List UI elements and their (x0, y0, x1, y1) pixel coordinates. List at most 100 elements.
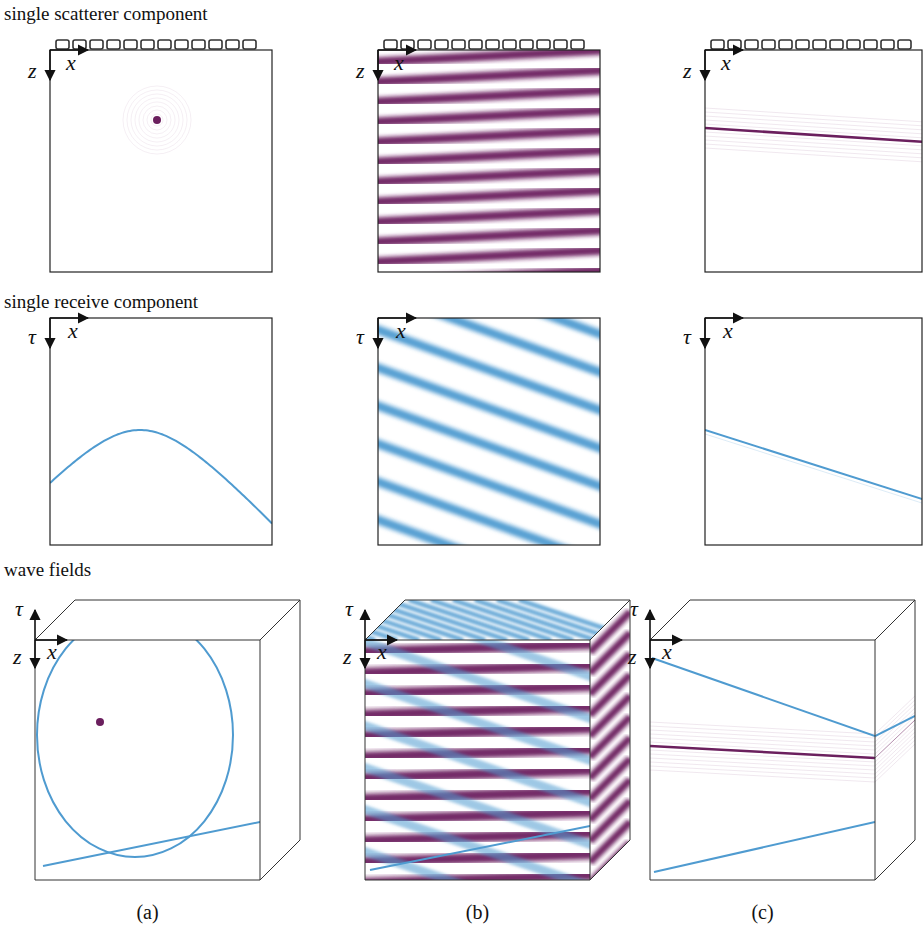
wave-line (360, 640, 595, 720)
panel-content (650, 658, 875, 872)
wave-line (875, 740, 915, 778)
wave-line (378, 150, 600, 162)
cube-edge (650, 600, 690, 640)
axis-arrow (364, 640, 366, 668)
transducer-element (56, 40, 69, 49)
panel-frame (378, 50, 600, 272)
wave-line (705, 144, 922, 158)
transducer-element (452, 40, 465, 49)
wave-line (378, 170, 600, 182)
wave-line (705, 132, 922, 146)
wave-line (875, 716, 915, 754)
transducer-element (192, 40, 205, 49)
transducer-element (226, 40, 239, 49)
transducer-element (711, 40, 724, 49)
axis-label: z (13, 646, 22, 668)
transducer-element (520, 40, 533, 49)
wave-line (875, 724, 915, 762)
ring (123, 86, 191, 154)
axis-label: τ (356, 326, 364, 348)
axis-arrow (377, 318, 379, 348)
axis-label: x (662, 641, 672, 663)
transducer-element (554, 40, 567, 49)
transducer-element (469, 40, 482, 49)
axis-label: x (723, 320, 733, 342)
wave-line (360, 850, 595, 930)
transducer-element (141, 40, 154, 49)
transducer-element (158, 40, 171, 49)
wave-line (378, 50, 600, 62)
axis-label: z (356, 60, 365, 82)
cube-edge (35, 880, 260, 881)
axis-arrow (34, 610, 36, 640)
wave-line (378, 210, 600, 222)
wave-line (378, 328, 600, 413)
panel-content (233, 600, 639, 640)
axis-label: τ (630, 598, 638, 620)
ring (143, 106, 171, 134)
axis-arrow (649, 640, 651, 668)
transducer-element (796, 40, 809, 49)
cube-edge (365, 880, 590, 881)
ring (147, 110, 167, 130)
axis-arrow (34, 640, 36, 668)
wave-line (255, 600, 375, 640)
wave-line (360, 766, 595, 846)
transducer-element (537, 40, 550, 49)
axis-label: x (721, 52, 731, 74)
axis-arrow (364, 610, 366, 640)
axis-label: τ (345, 598, 353, 620)
cube-edge (650, 640, 651, 880)
panel-content (705, 108, 922, 162)
wave-line (705, 116, 922, 130)
wave-line (497, 600, 617, 640)
wave-line (590, 843, 630, 883)
axis-label: x (66, 52, 76, 74)
wave-line (654, 822, 875, 872)
wave-line (360, 514, 595, 594)
wave-line (378, 130, 600, 142)
panel-content (378, 318, 600, 545)
cube-edge (690, 600, 915, 601)
wave-line (590, 843, 630, 883)
wave-line (378, 210, 600, 222)
panel-frame (705, 50, 922, 272)
wave-line (650, 770, 875, 782)
wave-line (875, 708, 915, 746)
wave-line (875, 700, 915, 738)
cube-edge (650, 880, 875, 881)
cube-edge (35, 640, 36, 880)
wave-line (705, 128, 922, 142)
wave-line (378, 366, 600, 451)
transducer-element (73, 40, 86, 49)
panel-caption: (b) (466, 902, 489, 922)
cube-edge (915, 600, 916, 840)
transducer-element (864, 40, 877, 49)
wave-line (875, 744, 915, 782)
panel-frame (50, 50, 272, 272)
cube-edge (590, 840, 630, 880)
panel-content (50, 430, 272, 523)
axis-arrow (704, 318, 706, 348)
wave-line (378, 130, 600, 142)
axis-arrow (705, 317, 743, 319)
transducer-element (401, 40, 414, 49)
cube-edge (75, 600, 300, 601)
wave-line (378, 518, 600, 545)
cube-edge (35, 640, 260, 641)
axis-label: z (683, 60, 692, 82)
transducer-element (175, 40, 188, 49)
cube-edge (875, 600, 915, 640)
axis-label: τ (683, 326, 691, 348)
transducer-element (418, 40, 431, 49)
axis-label: x (68, 320, 78, 342)
panel-content (590, 612, 630, 883)
panel-frame (378, 318, 600, 545)
transducer-element (384, 40, 397, 49)
wave-line (378, 170, 600, 182)
hyperbola (50, 430, 272, 523)
panel-content (37, 613, 260, 866)
cube-edge (875, 840, 915, 880)
transducer-element (124, 40, 137, 49)
axis-arrow (649, 610, 651, 640)
